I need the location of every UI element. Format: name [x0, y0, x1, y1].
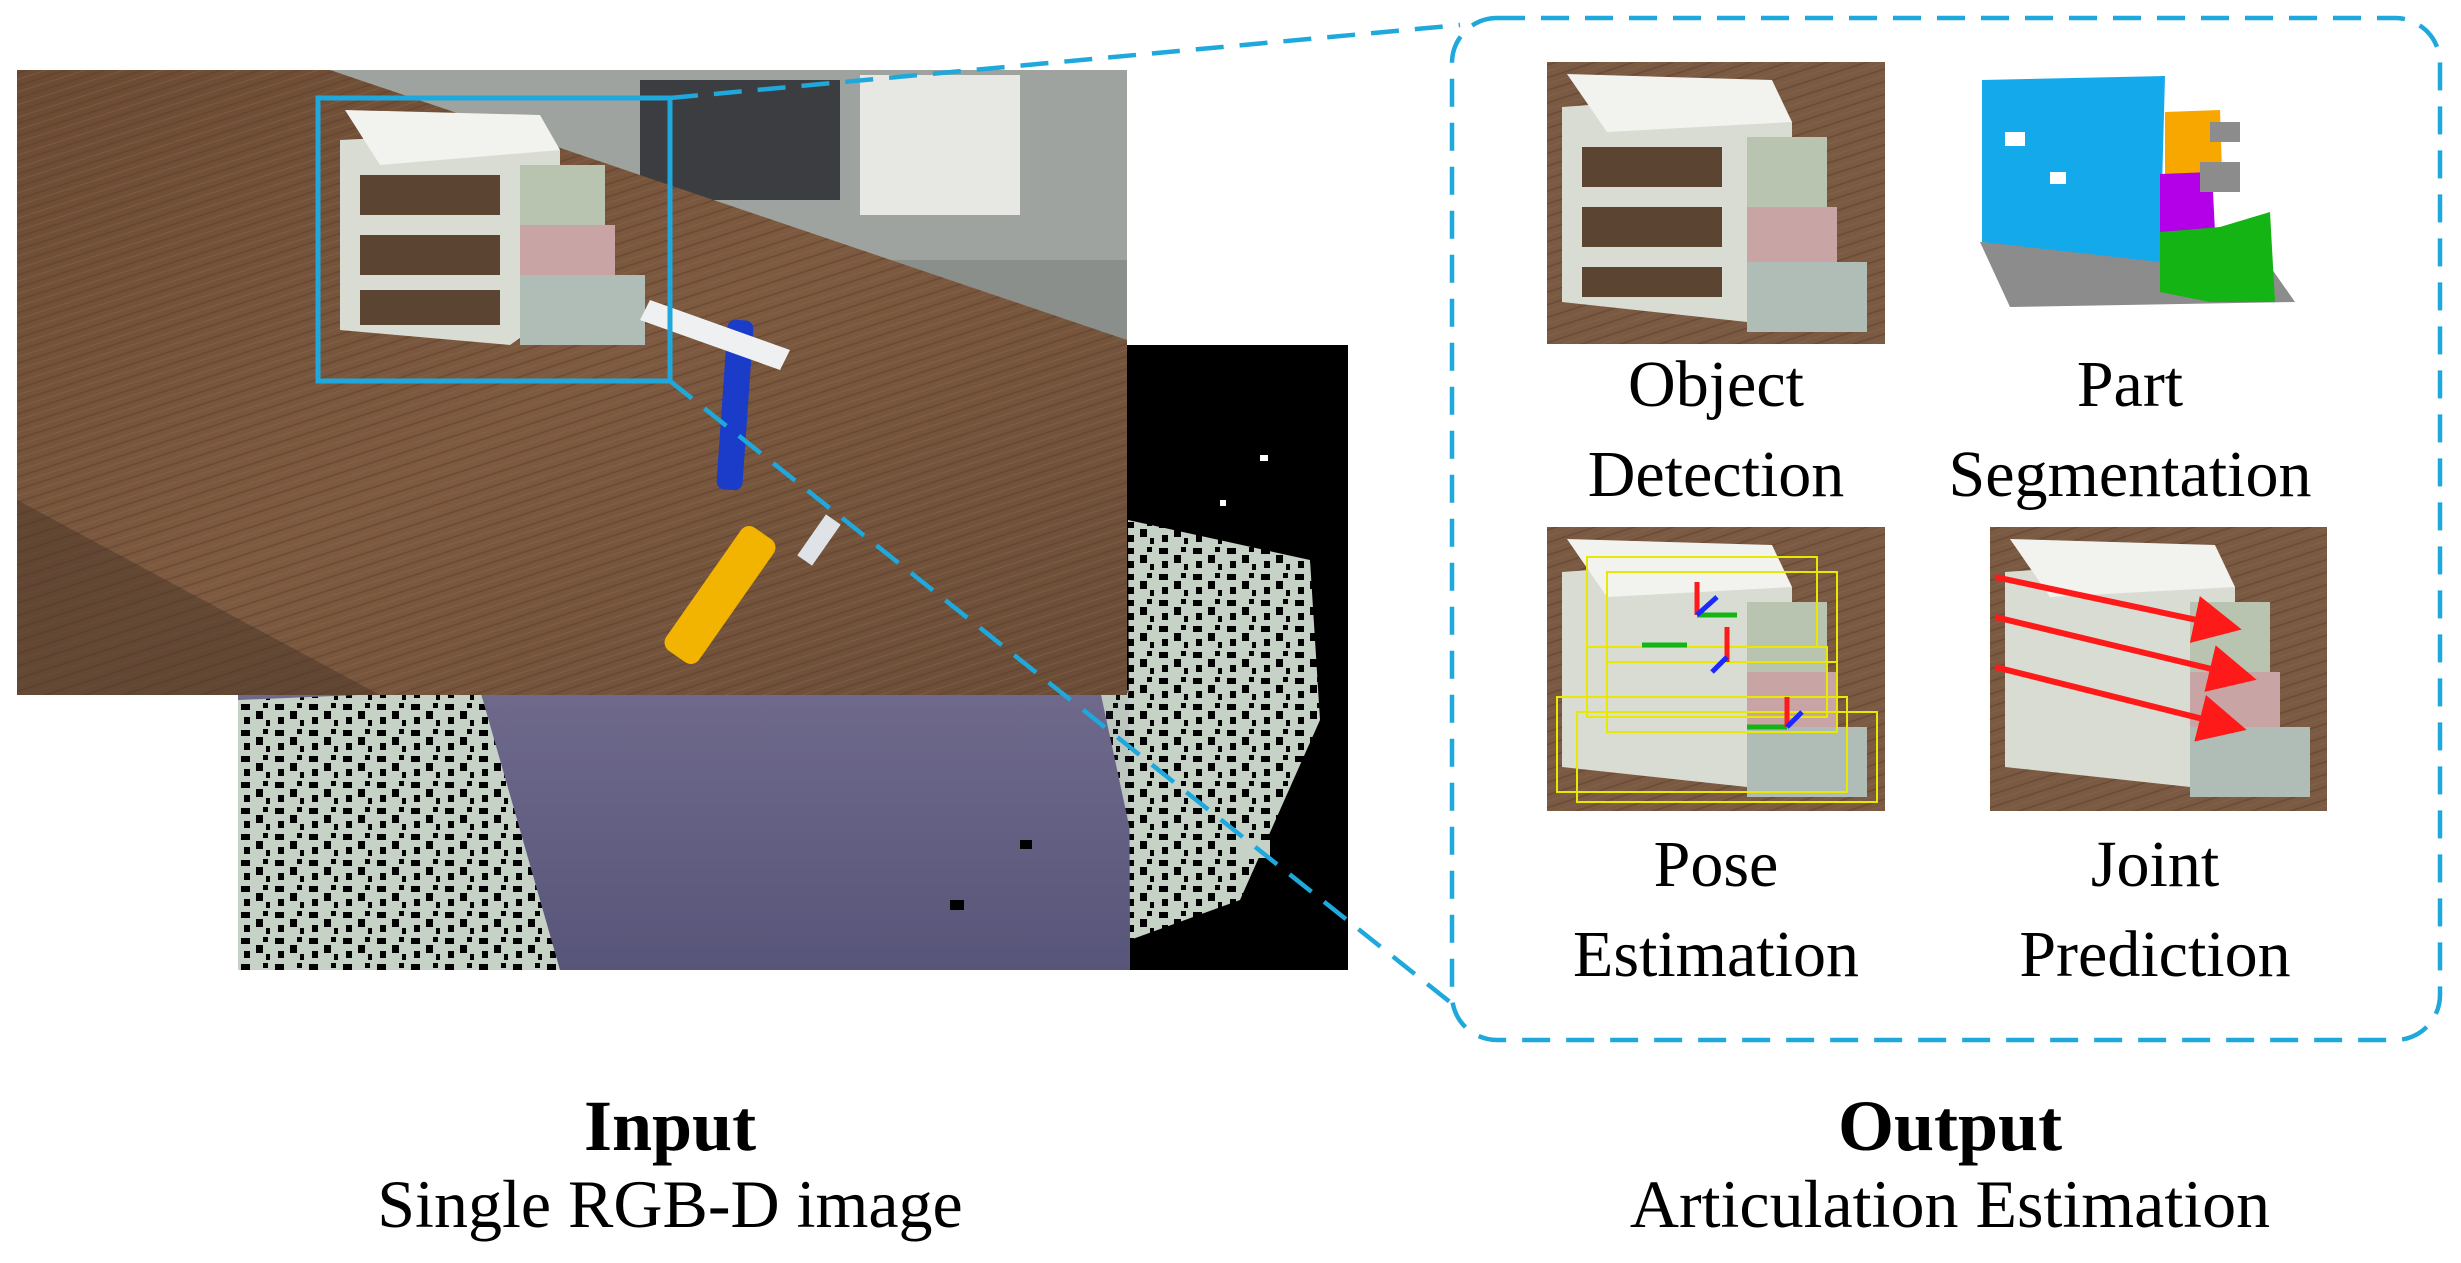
object-detection-thumbnail [1547, 62, 1885, 344]
output-title: Output [1837, 1086, 2063, 1166]
output-subtitle: Articulation Estimation [1629, 1166, 2271, 1242]
rgb-image [17, 70, 1127, 695]
task-line2: Segmentation [1948, 438, 2312, 511]
output-panel [1449, 15, 2443, 1043]
detection-box [315, 95, 673, 384]
input-subtitle: Single RGB-D image [377, 1166, 963, 1242]
input-title: Input [583, 1086, 757, 1166]
task-line1: Pose [1653, 828, 1779, 901]
drawer-object [340, 110, 645, 345]
part-segmentation-thumbnail [1960, 62, 2300, 312]
task-label-joint-prediction: Joint Prediction [1945, 820, 2365, 1000]
task-line2: Prediction [2019, 918, 2291, 991]
task-label-pose-estimation: Pose Estimation [1496, 820, 1936, 1000]
task-label-object-detection: Object Detection [1496, 340, 1936, 520]
task-line2: Detection [1587, 438, 1845, 511]
task-label-part-segmentation: Part Segmentation [1920, 340, 2340, 520]
pose-estimation-thumbnail [1547, 527, 1885, 811]
task-line1: Part [2076, 348, 2184, 421]
connector-lines [668, 22, 1462, 1012]
cutter-object [664, 514, 841, 664]
stapler-object [716, 319, 754, 491]
task-line2: Estimation [1573, 918, 1859, 991]
task-line1: Joint [2090, 828, 2220, 901]
joint-prediction-thumbnail [1990, 527, 2327, 811]
task-line1: Object [1628, 348, 1804, 421]
